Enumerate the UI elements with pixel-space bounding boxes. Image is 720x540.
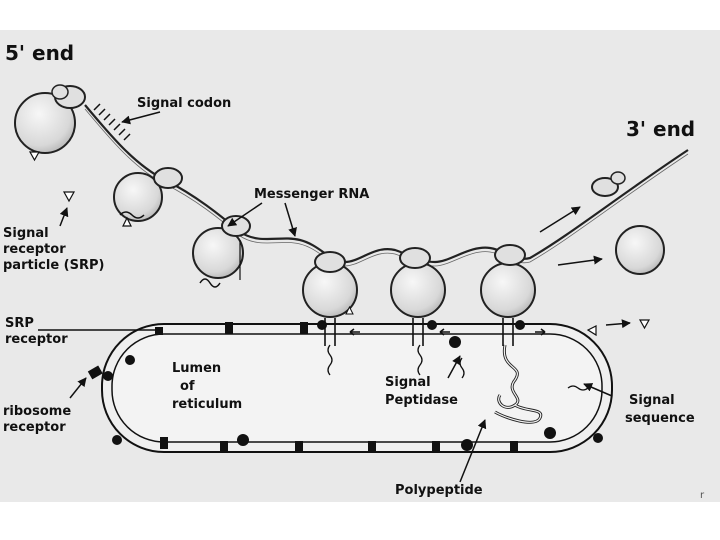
ribosome-approaching-er (192, 215, 251, 288)
srp-receptor-label: SRP receptor (5, 316, 68, 348)
signal-peptidase-label-line-1: Signal (385, 375, 431, 390)
srp-triangles (28, 151, 651, 337)
lumen-label-line-1: Lumen (172, 361, 222, 376)
signal-peptidase-label-line-2: Peptidase (385, 393, 458, 408)
ribosome-initiating (14, 84, 86, 154)
messenger-rna-strand (84, 104, 689, 264)
label-pointers (38, 111, 631, 483)
ribosome-receptor-label-line-1: ribosome (3, 404, 72, 419)
corner-mark: r (700, 490, 705, 501)
translocation-pores (324, 318, 546, 346)
srp-label-line-2: receptor (3, 242, 66, 257)
ribosome-docked-1 (302, 251, 358, 318)
signal-peptidase-label: Signal Peptidase (385, 374, 458, 410)
signal-codon-marks (93, 103, 131, 141)
messenger-rna-label: Messenger RNA (254, 187, 370, 202)
srp-label-line-1: Signal (3, 226, 49, 241)
signal-sequence-label-line-1: Signal (629, 393, 675, 408)
ribosome-receptor-label: ribosome receptor (3, 404, 71, 436)
signal-codon-label: Signal codon (137, 96, 232, 111)
three-prime-end-label: 3' end (626, 117, 696, 141)
ribosome-docked-3 (480, 244, 536, 318)
er-membrane-inner (111, 333, 603, 443)
released-small-subunit (591, 171, 626, 197)
srp-receptor-label-line-2: receptor (5, 332, 68, 347)
released-large-subunit (615, 225, 665, 275)
lumen-label-line-3: reticulum (172, 397, 243, 412)
ribosome-docked-2 (390, 247, 446, 318)
srp-receptor-label-line-1: SRP (5, 316, 34, 331)
signal-sequence-label-line-2: sequence (625, 411, 695, 426)
ribosome-with-srp (113, 167, 183, 227)
polypeptide-label: Polypeptide (395, 483, 483, 498)
ribosome-receptor-label-line-2: receptor (3, 420, 66, 435)
signal-sequence-label: Signal sequence (625, 392, 695, 428)
lumen-label-line-2: of (180, 379, 195, 394)
five-prime-end-label: 5' end (5, 41, 75, 65)
lumen-label: Lumen of reticulum (172, 360, 242, 414)
srp-label: Signal receptor particle (SRP) (3, 226, 104, 274)
membrane-receptors (87, 320, 603, 453)
srp-label-line-3: particle (SRP) (3, 258, 105, 273)
